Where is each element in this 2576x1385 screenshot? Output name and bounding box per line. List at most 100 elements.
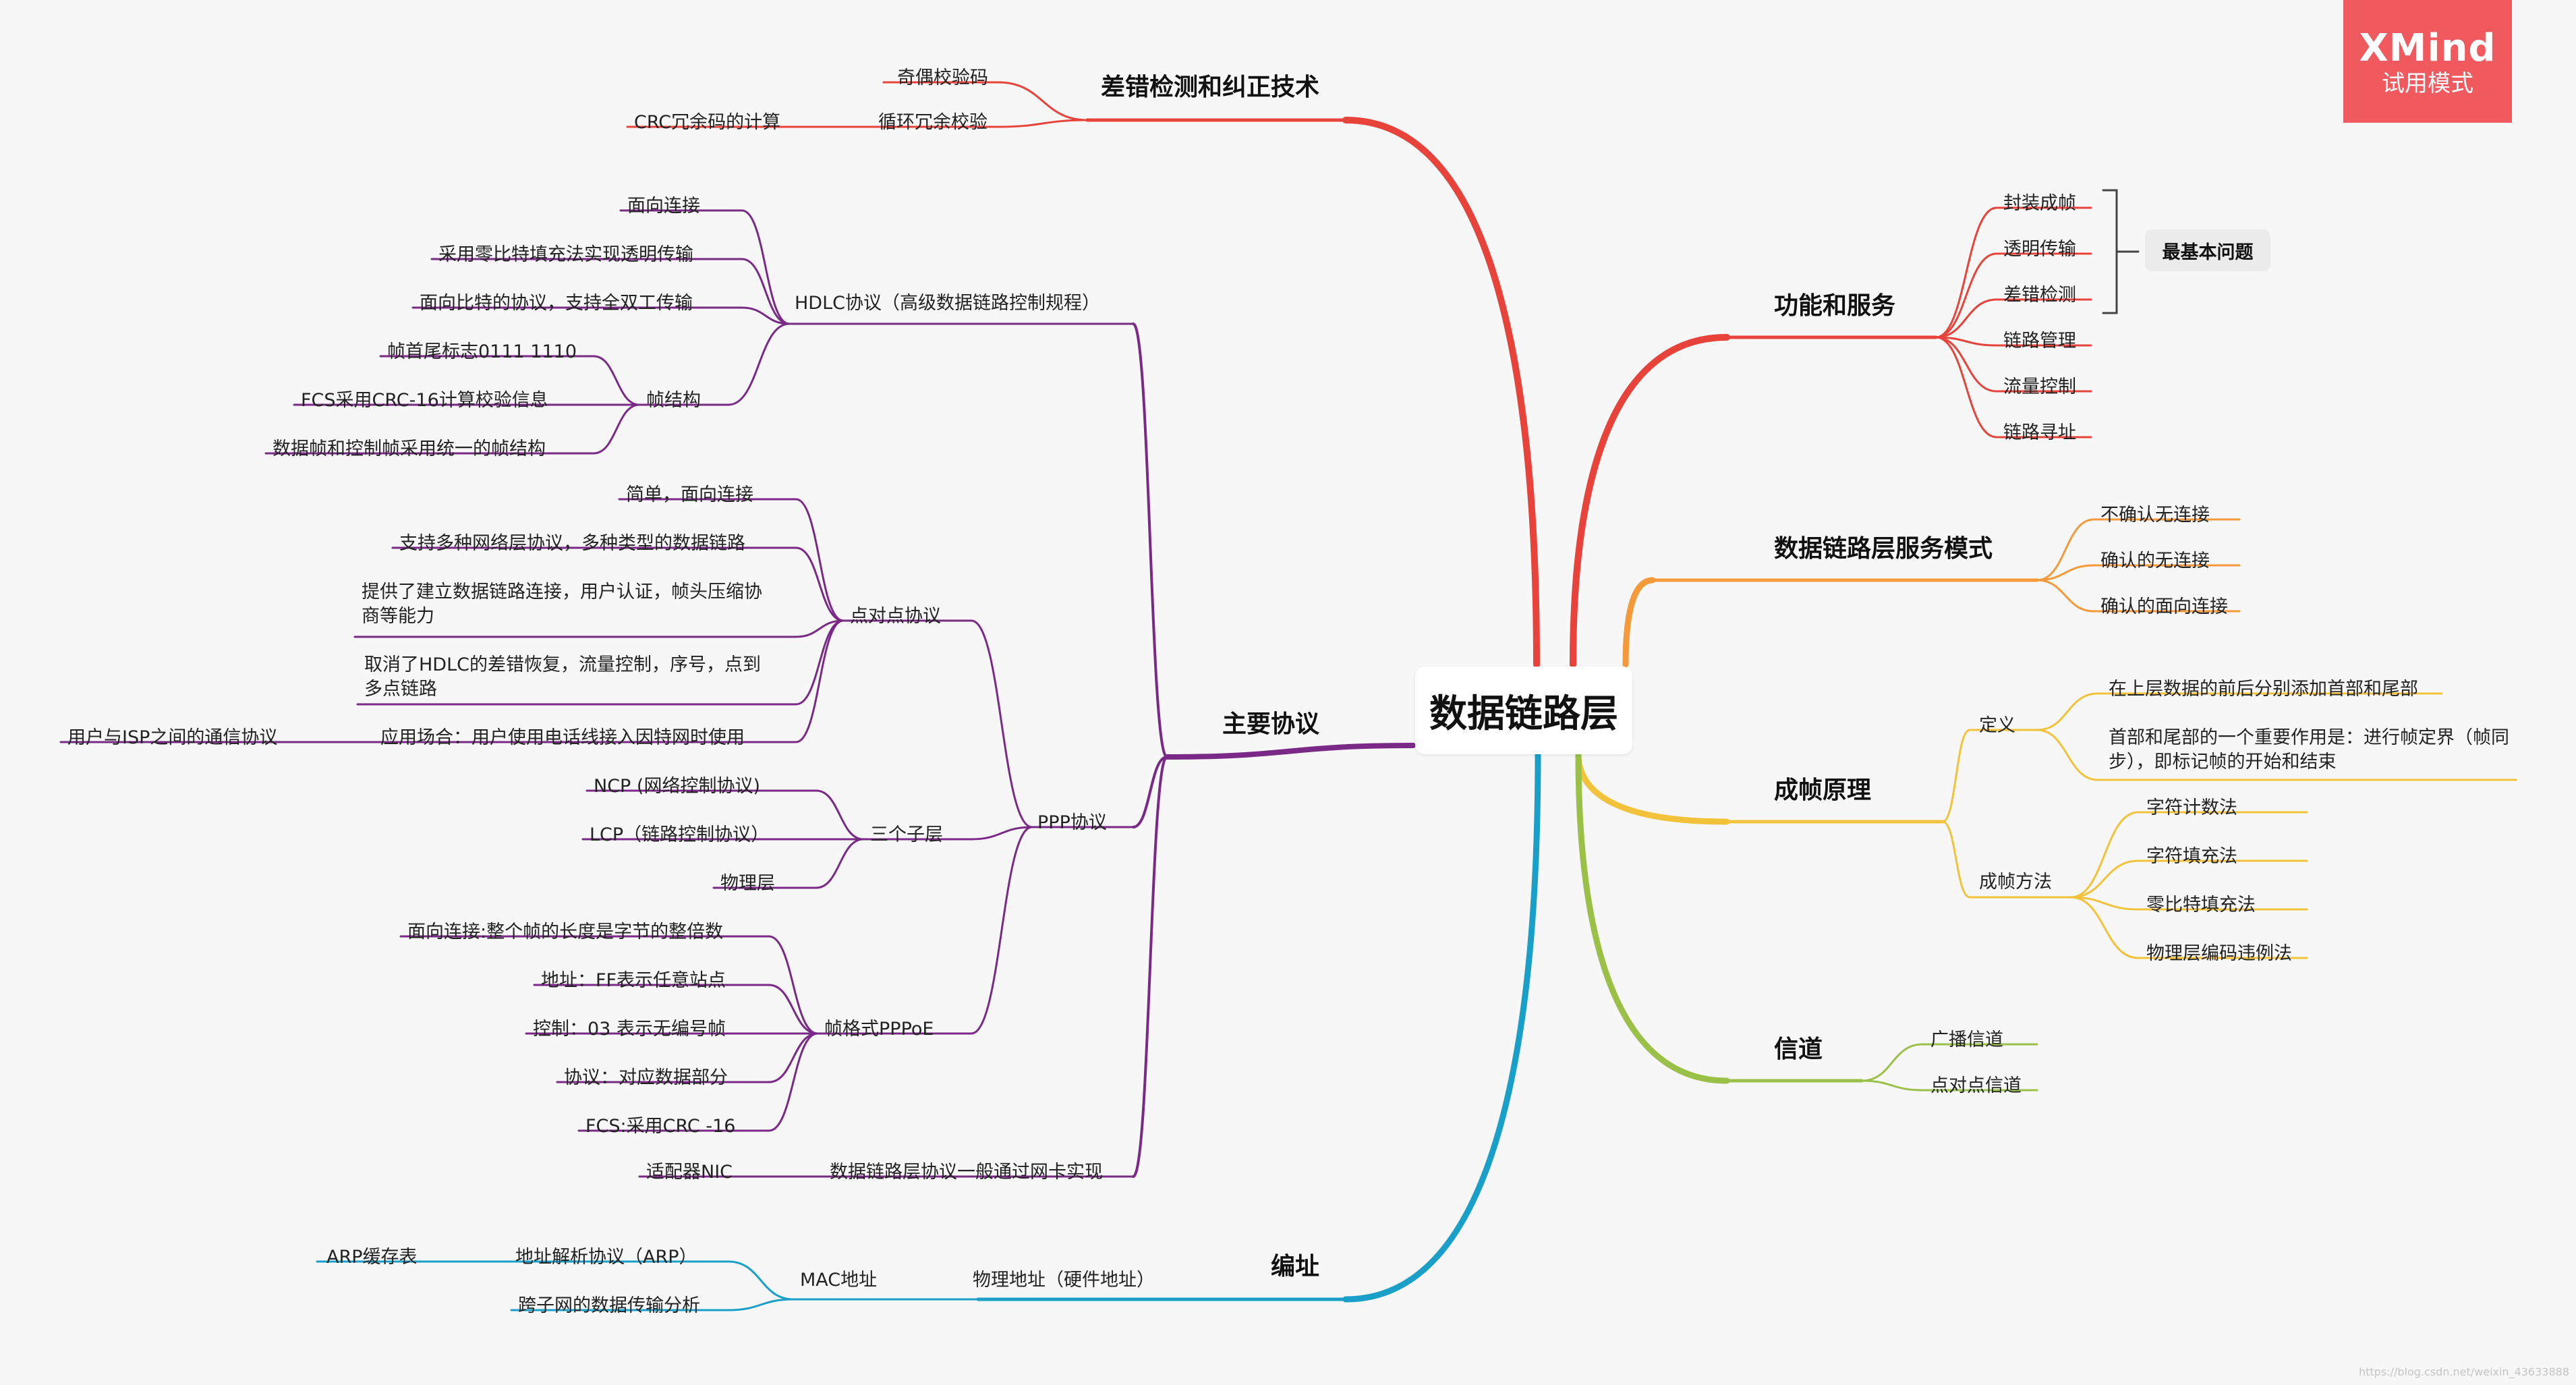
- connector-36: [2036, 579, 2095, 613]
- topic-three-sublayers[interactable]: 三个子层: [870, 824, 943, 845]
- topic-arp-cache[interactable]: ARP缓存表: [326, 1247, 418, 1268]
- topic-cross-subnet[interactable]: 跨子网的数据传输分析: [518, 1295, 700, 1316]
- connector-34: [2036, 564, 2095, 582]
- pppoe-item-1[interactable]: 地址：FF表示任意站点: [541, 970, 726, 991]
- connector-23: [1935, 298, 1998, 339]
- frame-struct-item-2[interactable]: 数据帧和控制帧采用统一的帧结构: [273, 439, 546, 459]
- connector-38: [1941, 729, 1971, 823]
- p2p-item-0[interactable]: 简单，面向连接: [626, 484, 753, 505]
- topic-arp[interactable]: 地址解析协议（ARP）: [515, 1247, 697, 1268]
- connector-54: [1860, 1043, 1924, 1082]
- topic-mac-address[interactable]: MAC地址: [800, 1270, 878, 1291]
- hdlc-item-1[interactable]: 采用零比特填充法实现透明传输: [438, 244, 693, 265]
- sublayer-item-0[interactable]: NCP (网络控制协议): [594, 776, 760, 797]
- connector-60: [741, 209, 791, 325]
- branch-addressing[interactable]: 编址: [1271, 1253, 1320, 1280]
- connector-81: [795, 619, 845, 706]
- func-item-5[interactable]: 链路寻址: [2003, 422, 2076, 443]
- topic-physical-address[interactable]: 物理地址（硬件地址）: [973, 1270, 1155, 1291]
- branch-error-detection[interactable]: 差错检测和纠正技术: [1101, 74, 1320, 101]
- connector-2: [1570, 334, 1730, 668]
- topic-pppoe-format[interactable]: 帧格式PPPoE: [824, 1019, 934, 1040]
- connector-58: [1132, 322, 1168, 758]
- topic-crc-calc[interactable]: CRC冗余码的计算: [634, 112, 781, 133]
- topic-point-to-point[interactable]: 点对点协议: [850, 606, 941, 627]
- connector-82: [795, 619, 845, 743]
- func-item-1[interactable]: 透明传输: [2003, 239, 2076, 260]
- connector-40: [2036, 692, 2099, 731]
- summary-topic[interactable]: 最基本问题: [2145, 229, 2270, 271]
- connector-62: [741, 306, 791, 325]
- connector-0: [1342, 117, 1540, 668]
- topic-isp-protocol[interactable]: 用户与ISP之间的通信协议: [67, 727, 278, 748]
- func-item-0[interactable]: 封装成帧: [2003, 193, 2076, 214]
- mode-item-1[interactable]: 确认的无连接: [2100, 550, 2210, 571]
- connector-100: [768, 984, 819, 1035]
- connector-79: [795, 546, 845, 622]
- topic-adapter-nic[interactable]: 适配器NIC: [646, 1162, 733, 1183]
- connector-93: [815, 838, 865, 889]
- topic-parity-check[interactable]: 奇偶校验码: [897, 67, 988, 88]
- func-item-3[interactable]: 链路管理: [2003, 331, 2076, 351]
- topic-crc[interactable]: 循环冗余校验: [878, 112, 988, 133]
- connector-113: [727, 1260, 795, 1301]
- pppoe-item-0[interactable]: 面向连接:整个帧的长度是字节的整倍数: [407, 922, 724, 942]
- connector-25: [1935, 336, 1998, 347]
- connector-29: [1935, 336, 1998, 439]
- connector-91: [815, 789, 865, 841]
- topic-ppp[interactable]: PPP协议: [1037, 812, 1107, 833]
- connector-56: [1860, 1079, 1924, 1092]
- method-item-3[interactable]: 物理层编码违例法: [2146, 943, 2292, 964]
- func-item-2[interactable]: 差错检测: [2003, 285, 2076, 306]
- frame-struct-item-0[interactable]: 帧首尾标志0111 1110: [387, 341, 577, 362]
- branch-framing[interactable]: 成帧原理: [1774, 776, 1872, 804]
- connector-32: [2036, 518, 2095, 582]
- pppoe-item-3[interactable]: 协议：对应数据部分: [564, 1067, 728, 1088]
- connector-66: [727, 322, 791, 406]
- hdlc-item-2[interactable]: 面向比特的协议，支持全双工传输: [420, 293, 693, 314]
- connector-116: [727, 1298, 795, 1311]
- method-item-0[interactable]: 字符计数法: [2146, 797, 2237, 818]
- watermark: https://blog.csdn.net/weixin_43633888: [2358, 1365, 2569, 1378]
- p2p-item-1[interactable]: 支持多种网络层协议，多种类型的数据链路: [399, 533, 745, 554]
- connector-6: [1575, 751, 1730, 825]
- topic-framing-methods[interactable]: 成帧方法: [1979, 872, 2052, 893]
- pppoe-item-4[interactable]: FCS:采用CRC -16: [585, 1116, 736, 1137]
- mode-item-2[interactable]: 确认的面向连接: [2100, 596, 2228, 617]
- topic-nic-implementation[interactable]: 数据链路层协议一般通过网卡实现: [830, 1162, 1103, 1183]
- xmind-trial-badge[interactable]: XMind 试用模式: [2343, 0, 2512, 123]
- topic-definition[interactable]: 定义: [1979, 715, 2015, 736]
- connector-103: [768, 1032, 819, 1132]
- method-item-2[interactable]: 零比特填充法: [2146, 895, 2256, 915]
- connector-99: [768, 935, 819, 1035]
- connector-76: [970, 619, 1033, 828]
- badge-brand: XMind: [2359, 26, 2496, 70]
- topic-frame-structure[interactable]: 帧结构: [646, 390, 701, 411]
- sublayer-item-1[interactable]: LCP（链路控制协议）: [590, 824, 770, 845]
- connector-50: [2069, 896, 2140, 911]
- mode-item-0[interactable]: 不确认无连接: [2100, 505, 2210, 526]
- definition-item-1[interactable]: 首部和尾部的一个重要作用是：进行帧定界（帧同步），即标记帧的开始和结束: [2109, 727, 2509, 772]
- connector-52: [2069, 896, 2140, 959]
- hdlc-item-0[interactable]: 面向连接: [627, 196, 700, 217]
- func-item-4[interactable]: 流量控制: [2003, 376, 2076, 397]
- central-topic[interactable]: 数据链路层: [1415, 667, 1632, 754]
- connector-46: [2069, 811, 2140, 899]
- channel-item-1[interactable]: 点对点信道: [1930, 1075, 2022, 1096]
- channel-item-0[interactable]: 广播信道: [1930, 1029, 2003, 1050]
- connector-12: [1342, 751, 1541, 1303]
- frame-struct-item-1[interactable]: FCS采用CRC-16计算校验信息: [301, 390, 548, 411]
- method-item-1[interactable]: 字符填充法: [2146, 846, 2237, 867]
- p2p-item-2[interactable]: 提供了建立数据链路连接，用户认证，帧头压缩协商等能力: [362, 582, 762, 627]
- p2p-item-4[interactable]: 应用场合：用户使用电话线接入因特网时使用: [380, 727, 745, 748]
- sublayer-item-2[interactable]: 物理层: [720, 873, 775, 894]
- definition-item-0[interactable]: 在上层数据的前后分别添加首部和尾部: [2109, 679, 2418, 700]
- branch-channels[interactable]: 信道: [1774, 1036, 1823, 1063]
- branch-main-protocols[interactable]: 主要协议: [1222, 710, 1320, 738]
- branch-service-modes[interactable]: 数据链路层服务模式: [1774, 535, 1993, 563]
- topic-hdlc[interactable]: HDLC协议（高级数据链路控制规程）: [795, 293, 1100, 314]
- branch-functions-services[interactable]: 功能和服务: [1774, 292, 1896, 320]
- p2p-item-3[interactable]: 取消了HDLC的差错恢复，流量控制，序号，点到多点链路: [364, 654, 761, 700]
- pppoe-item-2[interactable]: 控制：03 表示无编号帧: [533, 1019, 726, 1040]
